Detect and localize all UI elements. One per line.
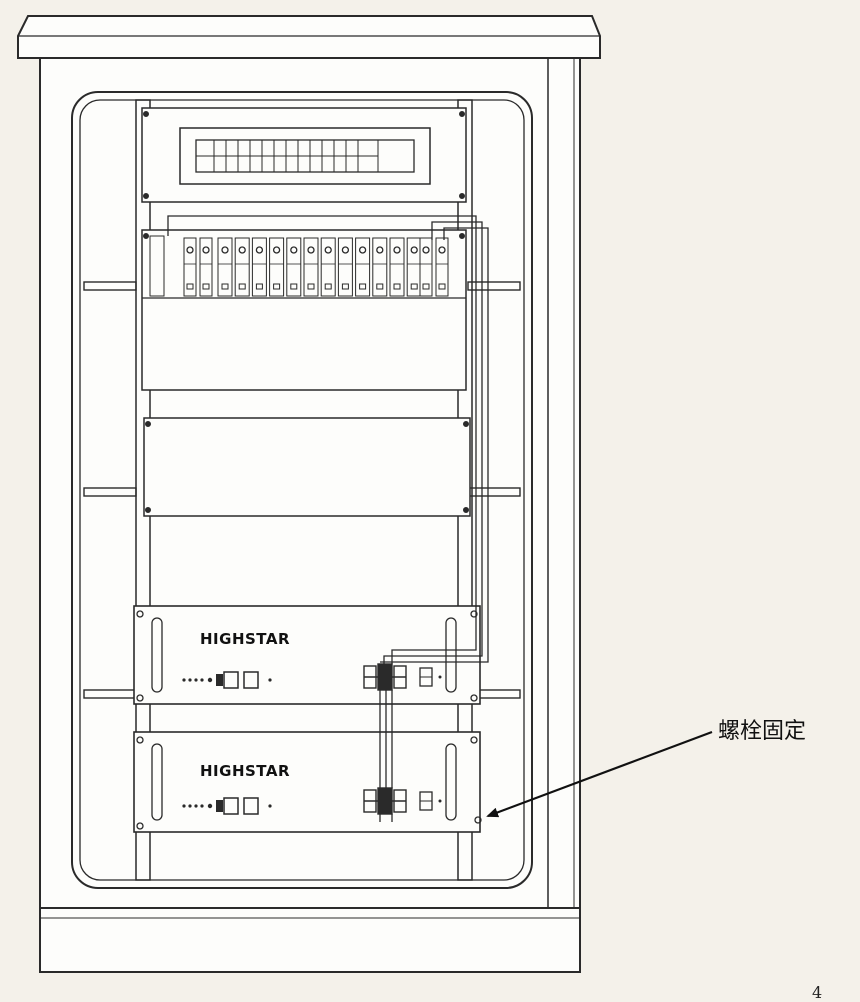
battery-2-brand: HIGHSTAR: [200, 762, 290, 780]
breaker: [234, 237, 250, 297]
breaker-row: [183, 237, 449, 297]
battery-2-connectors: [363, 787, 407, 815]
battery-2-button-b: [243, 797, 259, 815]
blank-panel: [143, 417, 471, 517]
bolt-callout: 螺栓固定: [486, 719, 806, 818]
battery-1-button-b: [243, 671, 259, 689]
breaker: [389, 237, 405, 297]
breaker: [199, 237, 213, 297]
breaker: [183, 237, 197, 297]
breaker: [355, 237, 371, 297]
cabinet-base: [39, 907, 581, 973]
battery-1-connectors: [363, 663, 407, 691]
battery-module-2: HIGHSTAR: [133, 731, 482, 833]
breaker: [251, 237, 267, 297]
battery-1-brand: HIGHSTAR: [200, 630, 290, 648]
breaker: [286, 237, 302, 297]
breaker: [320, 237, 336, 297]
cabinet-roof: [17, 15, 601, 59]
breaker: [372, 237, 388, 297]
breaker: [269, 237, 285, 297]
callout-label: 螺栓固定: [718, 719, 806, 744]
breaker: [303, 237, 319, 297]
display-panel: [141, 107, 467, 203]
battery-1-indicator-leds: [182, 674, 223, 686]
page-number: 4: [812, 983, 822, 1002]
power-cables: [167, 215, 489, 822]
breaker: [217, 237, 233, 297]
breaker: [435, 237, 449, 297]
callout-arrow: [486, 730, 713, 818]
door-frame: [71, 91, 533, 889]
fixing-bolt: [474, 816, 482, 824]
breaker: [419, 237, 433, 297]
battery-2-button-a: [223, 797, 239, 815]
battery-module-1: HIGHSTAR: [133, 605, 481, 705]
breaker: [406, 237, 422, 297]
breaker: [337, 237, 353, 297]
battery-2-indicator-leds: [182, 800, 223, 812]
battery-1-button-a: [223, 671, 239, 689]
